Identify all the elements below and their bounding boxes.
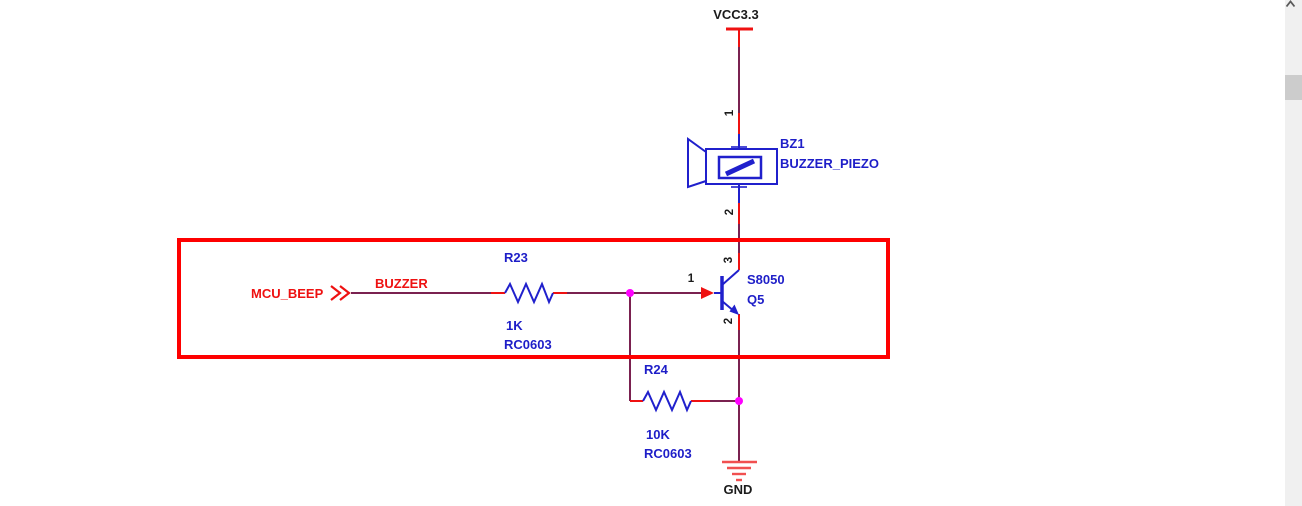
r23-footprint: RC0603 — [504, 337, 552, 352]
buzzer-horn — [687, 137, 707, 189]
r24-value: 10K — [646, 427, 670, 442]
highlight-box — [177, 238, 890, 359]
r23-designator: R23 — [504, 250, 528, 265]
r24-footprint: RC0603 — [644, 446, 692, 461]
gnd-symbol[interactable] — [722, 460, 757, 482]
gnd-label: GND — [724, 482, 753, 497]
chevron-up-icon — [1285, 0, 1296, 8]
r24-zigzag — [642, 389, 692, 413]
net-label-buzzer[interactable]: BUZZER — [375, 276, 428, 291]
base-input-arrow — [701, 287, 714, 299]
vcc-label: VCC3.3 — [713, 7, 759, 22]
buzzer-piezo-diagonal — [724, 158, 756, 177]
junction-base-branch — [626, 289, 634, 297]
port-name-label: MCU_BEEP — [251, 286, 324, 301]
collector-pin-number: 3 — [723, 257, 735, 263]
r23-value: 1K — [506, 318, 523, 333]
junction-dots — [626, 289, 743, 405]
buzzer-part: BUZZER_PIEZO — [780, 156, 879, 171]
r24-designator: R24 — [644, 362, 669, 377]
resistor-r23-symbol[interactable] — [504, 281, 554, 305]
buzzer-pin1-number: 1 — [724, 109, 736, 116]
transistor-collector-lead — [721, 269, 740, 286]
transistor-symbol[interactable] — [714, 269, 740, 315]
port-chevron-1 — [330, 285, 342, 301]
buzzer-symbol[interactable] — [687, 134, 778, 203]
vcc-power-symbol[interactable] — [726, 27, 753, 47]
wire-net[interactable] — [351, 46, 740, 462]
emitter-arrow — [729, 304, 739, 315]
transistor-part: S8050 — [747, 272, 785, 287]
junction-emitter-r24 — [735, 397, 743, 405]
buzzer-body — [705, 148, 778, 185]
port-chevron-2 — [339, 285, 351, 301]
resistor-r24-symbol[interactable] — [642, 389, 692, 413]
buzzer-piezo-element — [717, 155, 763, 180]
buzzer-designator: BZ1 — [780, 136, 805, 151]
buzzer-pin2-number: 2 — [724, 209, 736, 215]
scroll-up-button[interactable] — [1285, 0, 1302, 17]
vertical-scrollbar[interactable] — [1285, 0, 1302, 506]
scrollbar-thumb[interactable] — [1285, 75, 1302, 100]
pin-stubs[interactable] — [491, 113, 740, 402]
transistor-designator: Q5 — [747, 292, 764, 307]
base-pin-number: 1 — [688, 273, 695, 285]
r23-zigzag — [504, 281, 554, 305]
emitter-pin-number: 2 — [723, 318, 735, 324]
port-mcu-beep[interactable] — [330, 285, 351, 301]
